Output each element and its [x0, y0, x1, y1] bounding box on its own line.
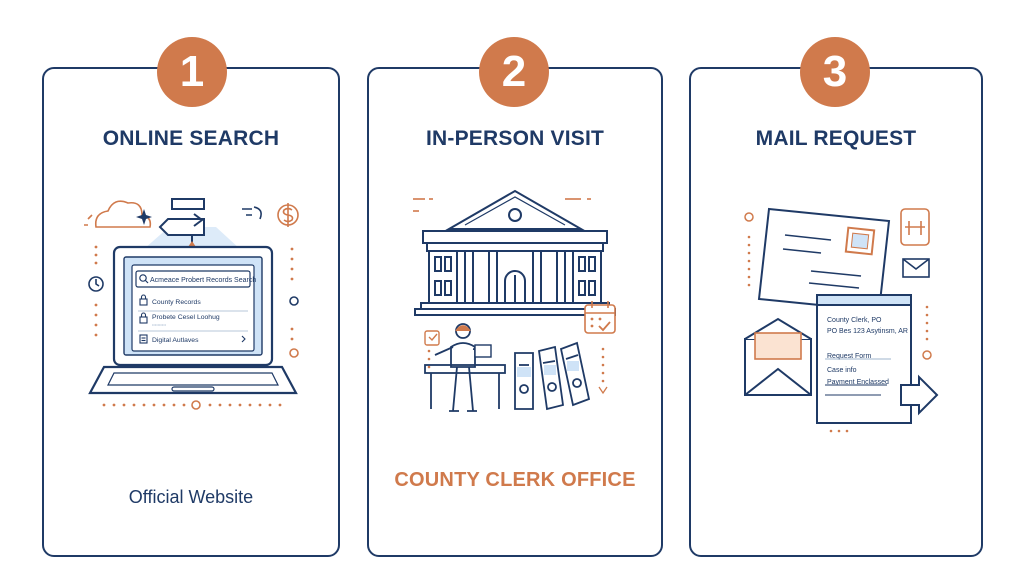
search-icon: [139, 274, 149, 284]
card-in-person-visit: IN-PERSON VISIT: [367, 67, 663, 557]
sparkle-icon: [136, 209, 152, 225]
in-person-visit-illustration: [413, 189, 616, 412]
envelope-icon: [744, 317, 812, 396]
dot-icon: [922, 350, 932, 360]
lock-icon: [139, 294, 148, 306]
arrow-down-icon: [598, 386, 608, 395]
step-number-badge: 2: [479, 37, 549, 107]
online-search-illustration: Acmeace Probert Records Search County Re…: [84, 198, 299, 410]
cloud-icon: [84, 200, 152, 228]
card-title: ONLINE SEARCH: [102, 127, 280, 150]
screen-search-text: Acmeace Probert Records Search: [150, 277, 256, 284]
card-caption: Official Website: [128, 487, 254, 507]
mail-request-illustration: County Clerk, PO PO Bes 123 Asytinsm, AR…: [744, 207, 939, 433]
lines-icon: [242, 206, 262, 220]
dot-icon: [289, 296, 299, 306]
dotted-lines: [427, 347, 605, 383]
courthouse-icon: [414, 189, 616, 316]
monitor-icon: [474, 344, 492, 358]
letter-document: [816, 294, 912, 424]
calculator-icon: [900, 208, 930, 246]
clock-icon: [88, 276, 104, 292]
letter-line-request-form: Request Form: [827, 353, 872, 360]
letter-line-case-info: Case info: [827, 367, 857, 374]
pin-icon: [188, 241, 196, 247]
screen-search-bar: [135, 270, 251, 288]
card-title: MAIL REQUEST: [755, 127, 917, 150]
desk-icon: [424, 364, 506, 409]
signpost-icon: [158, 198, 205, 247]
envelope-small-icon: [902, 258, 930, 278]
step-number-badge: 1: [157, 37, 227, 107]
decoration-dashes: [413, 198, 591, 212]
card-mail-request: MAIL REQUEST: [689, 67, 983, 557]
binders-icon: [514, 341, 591, 411]
screen-item-2-subtext: ••••••••••: [152, 322, 167, 327]
dotted-lines: [829, 429, 849, 433]
calendar-icon: [584, 301, 616, 334]
letter-address-line-1: County Clerk, PO: [827, 317, 882, 324]
clipboard-icon: [424, 330, 440, 346]
letter-line-payment: Payment Enclassed: [827, 379, 889, 386]
step-number-badge: 3: [800, 37, 870, 107]
dollar-icon: [277, 203, 299, 227]
dot-icon: [289, 348, 299, 358]
chevron-right-icon: [241, 335, 246, 343]
arrow-right-icon: [900, 374, 939, 416]
card-caption: COUNTY CLERK OFFICE: [394, 469, 636, 491]
card-title: IN-PERSON VISIT: [425, 127, 605, 150]
person-icon: [434, 323, 488, 412]
document-icon: [139, 334, 148, 344]
postcard-icon: [757, 207, 891, 313]
screen-item-3: Digital Autlaves: [152, 337, 199, 344]
dot-icon: [744, 212, 754, 222]
dot-icon: [191, 400, 201, 410]
screen-item-1: County Records: [152, 299, 201, 306]
letter-address-line-2: PO Bes 123 Asytinsm, AR: [827, 328, 908, 335]
lock-icon: [139, 312, 148, 324]
dotted-lines: [747, 235, 929, 341]
dotted-lines: [94, 245, 294, 407]
screen-item-2: Probete Cesel Loohug: [152, 314, 220, 321]
card-online-search: ONLINE SEARCH: [42, 67, 340, 557]
